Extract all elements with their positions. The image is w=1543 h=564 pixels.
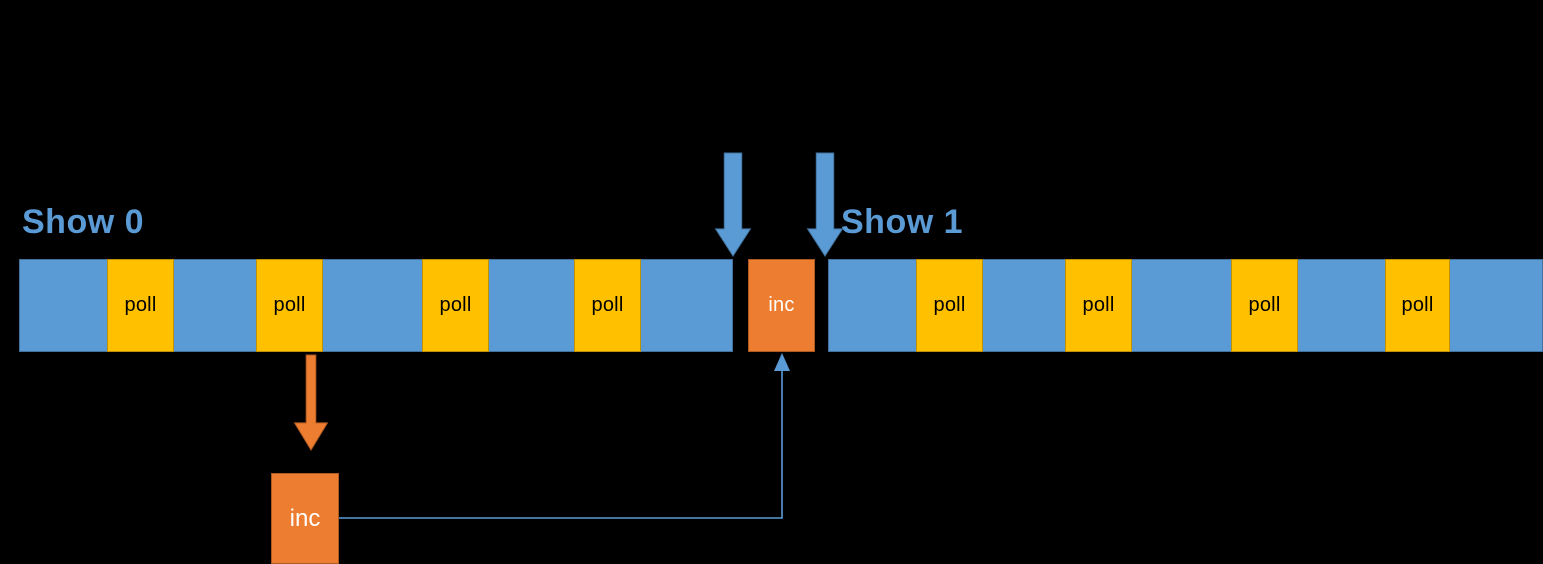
poll-block[interactable]: poll <box>107 259 174 352</box>
defer-inc-arrow-icon <box>293 354 329 451</box>
poll-block[interactable]: poll <box>1385 259 1450 352</box>
poll-block[interactable]: poll <box>916 259 983 352</box>
poll-block[interactable]: poll <box>256 259 323 352</box>
inc-task-node[interactable]: inc <box>271 473 339 564</box>
poll-block[interactable]: poll <box>422 259 489 352</box>
poll-block[interactable]: poll <box>1231 259 1298 352</box>
inc-resume-connector-icon <box>339 353 790 519</box>
show-0-tick-arrow-icon <box>714 152 752 257</box>
poll-block[interactable]: poll <box>1065 259 1132 352</box>
show-1-tick-arrow-icon <box>806 152 844 257</box>
poll-block[interactable]: poll <box>574 259 641 352</box>
show-0-label: Show 0 <box>22 203 145 241</box>
inc-slot-block[interactable]: inc <box>748 259 815 352</box>
show-1-label: Show 1 <box>841 203 964 241</box>
